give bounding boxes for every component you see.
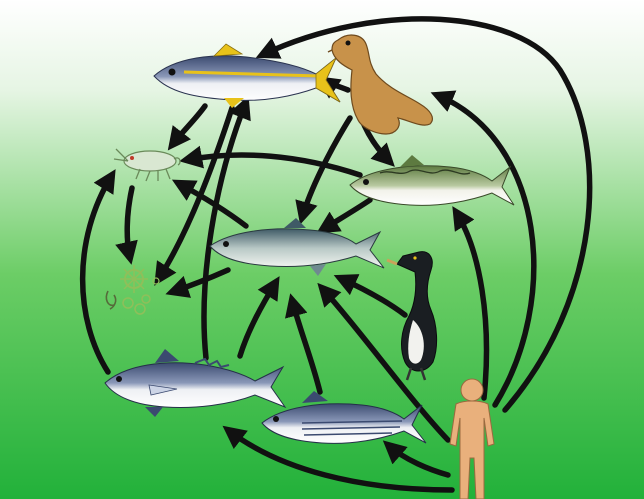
food-web-diagram bbox=[0, 0, 644, 499]
